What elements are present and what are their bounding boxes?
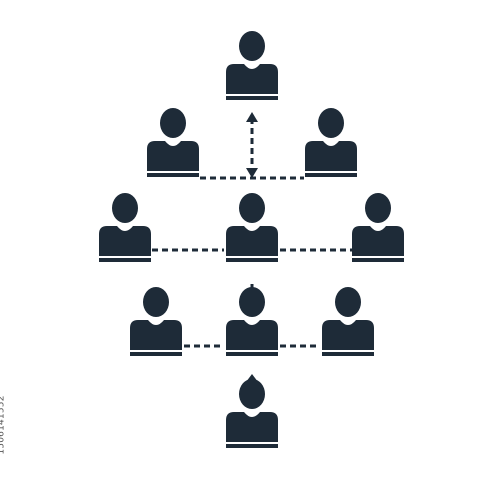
person-head (318, 108, 344, 138)
person-head (239, 193, 265, 223)
person-body (147, 141, 199, 171)
person-head (160, 108, 186, 138)
person-body (130, 320, 182, 350)
person-icon-top (226, 31, 278, 100)
arrow-up-head (246, 112, 258, 122)
person-base (226, 96, 278, 100)
person-icon-mid-left (147, 108, 199, 177)
person-head (112, 193, 138, 223)
person-icon-lower-right (322, 287, 374, 356)
person-icon-lower-center (226, 287, 278, 356)
person-body (226, 64, 278, 94)
person-icon-left (99, 193, 151, 262)
person-base (226, 258, 278, 262)
person-base (322, 352, 374, 356)
person-icon-lower-left (130, 287, 182, 356)
person-base (226, 444, 278, 448)
person-body (226, 320, 278, 350)
person-head (239, 287, 265, 317)
person-base (99, 258, 151, 262)
person-base (352, 258, 404, 262)
arrow-down-head (246, 168, 258, 178)
person-body (305, 141, 357, 171)
person-body (226, 226, 278, 256)
side-label: 1506141552 (0, 395, 7, 455)
person-base (147, 173, 199, 177)
person-body (99, 226, 151, 256)
person-body (322, 320, 374, 350)
person-base (226, 352, 278, 356)
person-head (239, 31, 265, 61)
person-base (130, 352, 182, 356)
person-body (352, 226, 404, 256)
person-head (365, 193, 391, 223)
person-body (226, 412, 278, 442)
person-head (239, 379, 265, 409)
person-icon-center (226, 193, 278, 262)
person-icon-mid-right (305, 108, 357, 177)
person-icon-bottom (226, 379, 278, 448)
person-head (335, 287, 361, 317)
person-head (143, 287, 169, 317)
person-base (305, 173, 357, 177)
person-icon-right (352, 193, 404, 262)
